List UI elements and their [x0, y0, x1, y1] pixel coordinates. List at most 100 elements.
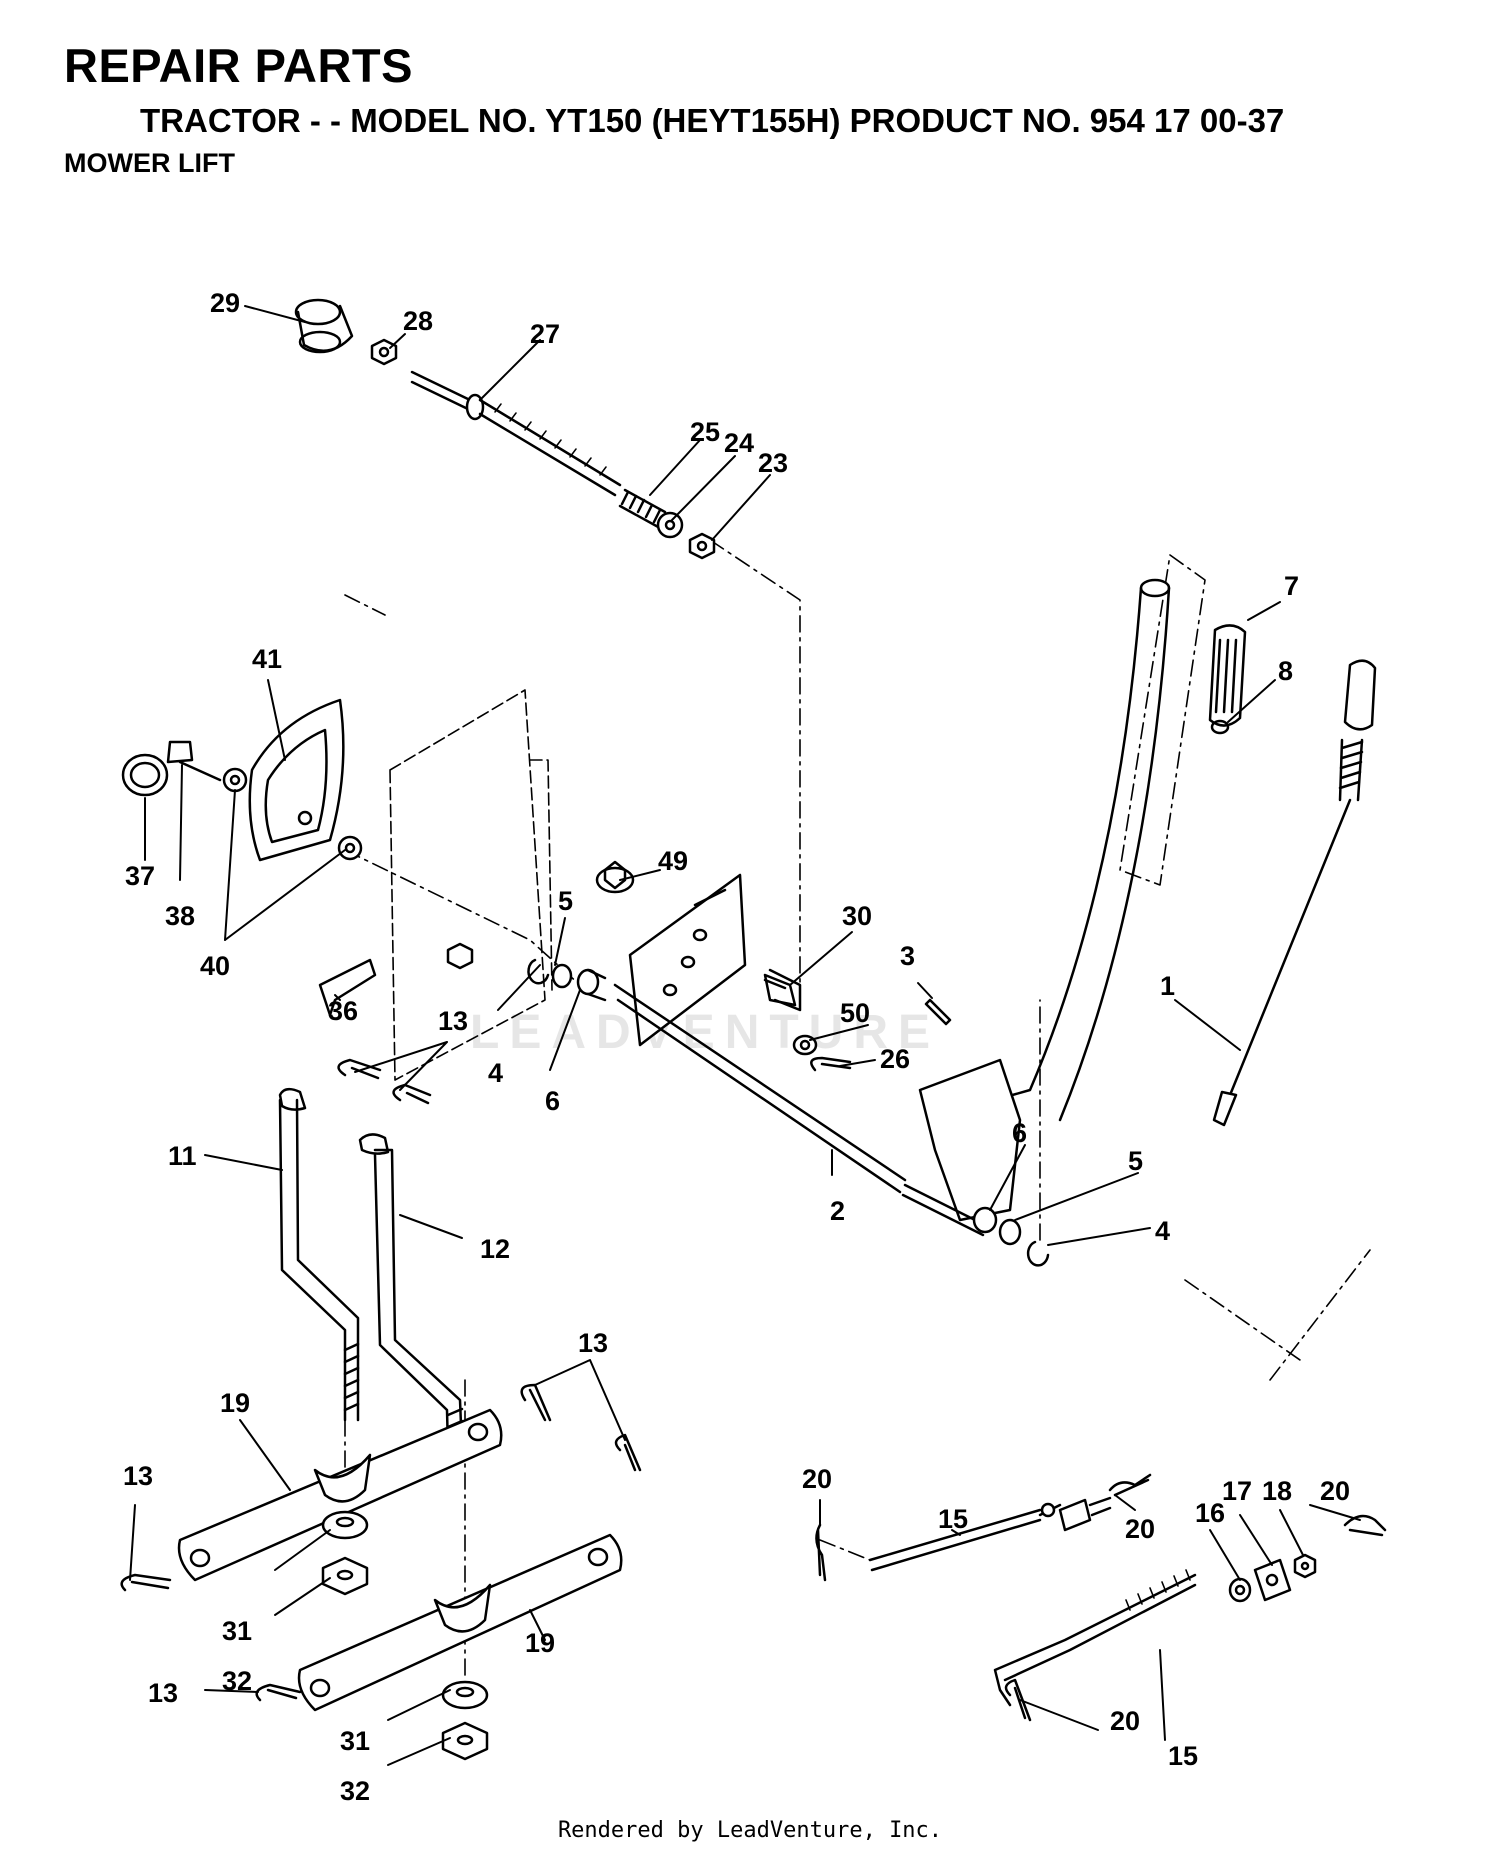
washer-16	[1228, 1577, 1252, 1603]
callout-c15b: 15	[1168, 1741, 1198, 1771]
callout-c12: 12	[480, 1234, 510, 1264]
callout-c13c: 13	[123, 1461, 153, 1491]
hairpin-13-upper-1	[337, 1058, 382, 1080]
callout-c20d: 20	[1110, 1706, 1140, 1736]
knob-29	[294, 298, 354, 354]
callout-c26: 26	[880, 1044, 910, 1074]
nut-on-plate	[446, 942, 474, 970]
lift-link-12	[358, 1133, 464, 1453]
hairpin-13-bottom	[255, 1683, 302, 1702]
snap-ring-4-left	[527, 958, 550, 985]
leader-lines	[129, 305, 1361, 1766]
pin-3	[924, 998, 952, 1026]
callout-c13d: 13	[148, 1678, 178, 1708]
adjuster-rod-15-lower	[993, 1569, 1197, 1707]
callout-c1: 1	[1160, 971, 1175, 1001]
callout-c31b: 31	[340, 1726, 370, 1756]
callout-c11: 11	[168, 1141, 197, 1171]
handle-grip-7	[1208, 624, 1247, 727]
callout-c25: 25	[690, 417, 720, 447]
callout-c23: 23	[758, 448, 788, 478]
callout-c4b: 4	[1155, 1216, 1170, 1246]
hairpin-13-left	[120, 1573, 172, 1592]
callout-c17: 17	[1222, 1476, 1252, 1506]
callout-c13a: 13	[438, 1006, 468, 1036]
hairpin-13-mid-1	[520, 1383, 552, 1422]
hairpin-20-bottom	[1004, 1678, 1032, 1722]
callout-c28: 28	[403, 306, 433, 336]
hairpin-26	[810, 1056, 852, 1072]
callout-c37: 37	[125, 861, 155, 891]
page-title: REPAIR PARTS	[64, 39, 413, 92]
callout-c15a: 15	[938, 1504, 968, 1534]
bushing-31-upper	[321, 1510, 369, 1540]
callout-c36: 36	[328, 996, 358, 1026]
callout-c24: 24	[724, 428, 754, 458]
snap-ring-4-right	[1026, 1240, 1050, 1267]
grip-sleeve-outline	[1119, 554, 1206, 886]
alignment-lines	[344, 539, 1371, 1681]
callout-c27: 27	[530, 319, 560, 349]
washer-5-left	[551, 963, 573, 989]
callout-c50: 50	[840, 998, 870, 1028]
clevis-30	[763, 968, 802, 1012]
washer-40-lower	[337, 835, 363, 861]
callout-c2: 2	[830, 1196, 845, 1226]
callout-c41: 41	[252, 644, 282, 674]
pivot-bracket-plate	[628, 873, 747, 1047]
washer-5-right	[998, 1218, 1022, 1246]
callout-c8: 8	[1278, 656, 1293, 686]
adjuster-rod-15-upper	[868, 1496, 1112, 1572]
callout-c19a: 19	[220, 1388, 250, 1418]
callout-c38: 38	[165, 901, 195, 931]
lift-arm-19-lower	[297, 1533, 623, 1712]
bolt-38	[166, 740, 222, 782]
lift-shaft-2	[613, 983, 987, 1237]
nut-18	[1293, 1553, 1317, 1579]
lift-lever	[918, 578, 1171, 1222]
block-17	[1253, 1558, 1292, 1602]
callout-c19b: 19	[525, 1628, 555, 1658]
watermark: LEADVENTURE	[470, 1006, 941, 1059]
callout-c32a: 32	[222, 1666, 252, 1696]
callout-c5b: 5	[1128, 1146, 1143, 1176]
washer-40-upper	[222, 767, 248, 793]
threaded-rod-27	[410, 370, 622, 497]
cover-41	[248, 698, 345, 862]
callout-c4a: 4	[488, 1058, 503, 1088]
callout-c29: 29	[210, 288, 240, 318]
callout-c31a: 31	[222, 1616, 252, 1646]
callout-c20b: 20	[1125, 1514, 1155, 1544]
callout-c18: 18	[1262, 1476, 1292, 1506]
bushing-6-left	[576, 968, 607, 1002]
callout-c6a: 6	[545, 1086, 560, 1116]
washer-24	[656, 511, 684, 539]
model-subtitle: TRACTOR - - MODEL NO. YT150 (HEYT155H) P…	[140, 102, 1285, 139]
cable-rod-1	[1212, 659, 1377, 1127]
bushing-6-right	[972, 1206, 998, 1234]
callout-c30: 30	[842, 901, 872, 931]
callout-c32b: 32	[340, 1776, 370, 1806]
bushing-31-lower	[441, 1680, 489, 1710]
nut-23	[688, 532, 716, 560]
hairpin-20-upper	[1108, 1473, 1152, 1497]
hairpin-13-upper-2	[392, 1083, 432, 1105]
knob-37	[121, 753, 169, 797]
section-title: MOWER LIFT	[64, 148, 235, 178]
callout-c3: 3	[900, 941, 915, 971]
part-8	[1210, 719, 1230, 735]
hairpin-13-mid-2	[614, 1433, 642, 1472]
footer-credit: Rendered by LeadVenture, Inc.	[557, 1818, 943, 1843]
nut-28	[370, 338, 398, 366]
lift-link-11	[278, 1087, 360, 1422]
callout-c20c: 20	[1320, 1476, 1350, 1506]
flange-nut-49	[595, 860, 635, 894]
callout-c13b: 13	[578, 1328, 608, 1358]
callout-c5a: 5	[558, 886, 573, 916]
bracket-36	[318, 958, 377, 1017]
callout-c40: 40	[200, 951, 230, 981]
nut-32-lower	[441, 1721, 489, 1761]
nut-32-upper	[321, 1556, 369, 1596]
